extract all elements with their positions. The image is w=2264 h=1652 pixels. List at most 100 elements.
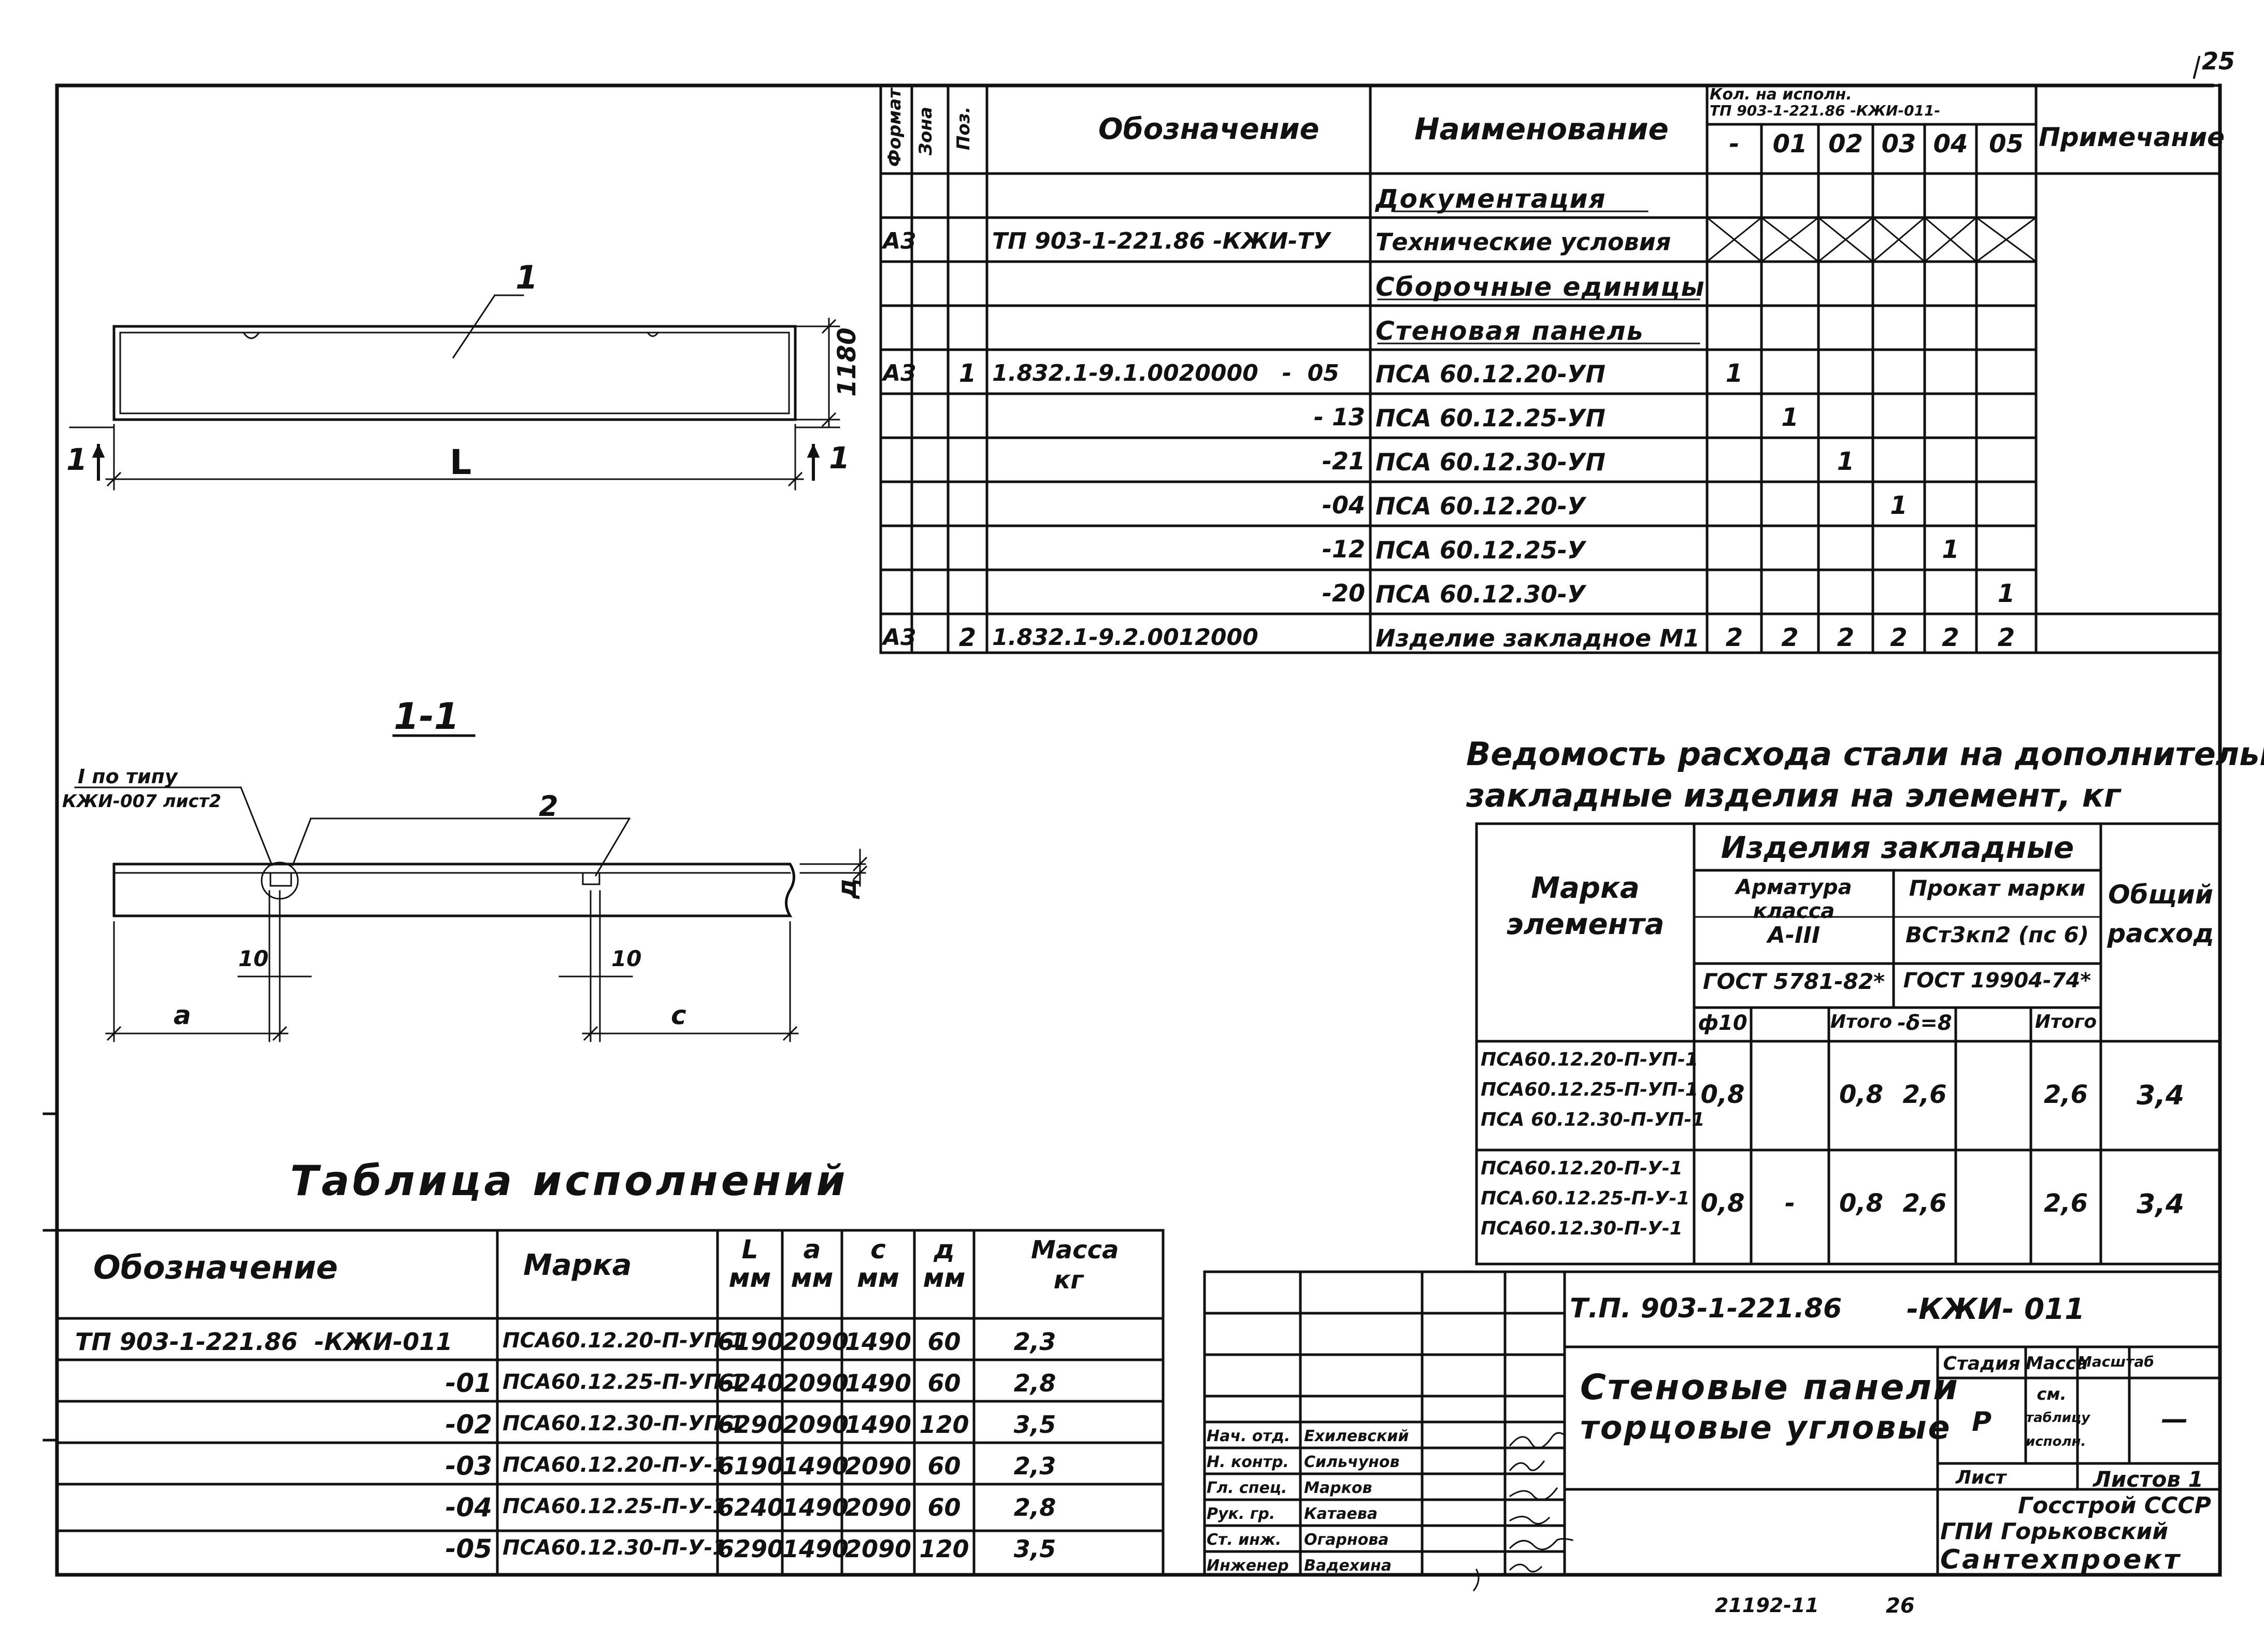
doc-code: Т.П. 903-1-221.86 (1570, 1293, 1842, 1324)
variants-header-a: а мм (791, 1234, 834, 1293)
spec-header-designation: Обозначение (1098, 112, 1320, 146)
steel-mark-line: ПСА60.12.20-П-УП-1 (1481, 1049, 1698, 1070)
mass-value-3: исполн. (2026, 1434, 2086, 1449)
spec-qty-cell: 2 (1997, 623, 2015, 652)
variant-value-cell: 2,8 (1013, 1369, 1056, 1397)
variant-value-cell: 6290 (718, 1411, 784, 1439)
steel-value-cell: 2,6 (2043, 1189, 2088, 1218)
steel-subheader-cell: Итого (1830, 1011, 1893, 1032)
spec-qty-cell: 1 (1942, 535, 1959, 564)
spec-format-cell: А3 (883, 360, 916, 386)
spec-name-cell: ПСА 60.12.25-УП (1375, 404, 1606, 432)
signatory-row: Ст. инж.Огарнова (1205, 1526, 1565, 1552)
variant-value-cell: 2,8 (1013, 1493, 1056, 1521)
steel-title-line1: Ведомость расхода стали на дополнительны… (1466, 735, 2264, 773)
spec-pos-cell: 1 (958, 359, 977, 388)
signatory-row: Рук. гр.Катаева (1205, 1500, 1565, 1526)
org-line3: Сантехпроект (1940, 1544, 2182, 1575)
steel-total-cell: 3,4 (2136, 1080, 2185, 1111)
variant-value-cell: 2090 (844, 1535, 912, 1563)
spec-header-qty-title2: ТП 903-1-221.86 -КЖИ-011- (1710, 102, 1941, 119)
variant-value-cell: 1490 (844, 1369, 912, 1397)
spec-header-note: Примечание (2039, 122, 2225, 152)
variant-designation-cell: -01 (445, 1368, 492, 1398)
variant-value-cell: 2,3 (1013, 1328, 1056, 1356)
variant-designation-cell: -04 (445, 1492, 492, 1522)
height-dimension: 1180 (832, 327, 862, 397)
qty-col: - (1729, 130, 1740, 159)
spec-qty-cell: 1 (1890, 491, 1908, 520)
variant-value-cell: 2090 (782, 1328, 849, 1356)
variant-mark-cell: ПСА60.12.25-П-У-1 (503, 1495, 727, 1518)
variant-designation-cell: ТП 903-1-221.86 -КЖИ-011 (75, 1328, 453, 1356)
title-line2: торцовые угловые (1580, 1409, 1952, 1446)
steel-mark-line: ПСА60.12.25-П-УП-1 (1481, 1079, 1698, 1100)
variant-mark-cell: ПСА60.12.20-П-У-1 (503, 1453, 727, 1477)
spec-name-cell: Стеновая панель (1375, 316, 1644, 346)
variants-header-d: д мм (923, 1234, 966, 1293)
section-mark-left: 1 (66, 442, 88, 477)
variant-value-cell: 1490 (782, 1452, 849, 1480)
reference-note-line2: КЖИ-007 лист2 (62, 791, 222, 812)
steel-mark-line: ПСА.60.12.25-П-У-1 (1481, 1188, 1690, 1209)
variant-value-cell: 60 (927, 1369, 961, 1397)
variant-value-cell: 1490 (844, 1411, 912, 1439)
spec-designation-cell: - 13 (1313, 403, 1365, 431)
variant-designation-cell: -05 (445, 1534, 492, 1564)
offset-10-right: 10 (611, 946, 642, 971)
steel-title-line2: закладные изделия на элемент, кг (1466, 777, 2121, 814)
spec-header-zone: Зона (915, 107, 936, 155)
spec-designation-cell: -21 (1322, 447, 1365, 475)
signatory-name: Ехилевский (1304, 1427, 1409, 1445)
signatory-role: Инженер (1207, 1557, 1289, 1575)
variant-value-cell: 6190 (718, 1452, 784, 1480)
variant-value-cell: 6190 (718, 1328, 784, 1356)
variant-designation-cell: -03 (445, 1451, 492, 1481)
dimension-a: а (174, 1000, 191, 1030)
variant-value-cell: 2,3 (1013, 1452, 1056, 1480)
steel-header-group: Изделия закладные (1721, 830, 2074, 865)
steel-value-cell: 0,8 (1839, 1189, 1884, 1218)
variants-title: Таблица исполнений (290, 1157, 849, 1205)
steel-value-cell: 2,6 (2043, 1080, 2088, 1109)
steel-header-prokat: Прокат марки (1909, 875, 2086, 901)
steel-mark-line: ПСА 60.12.30-П-УП-1 (1481, 1109, 1705, 1130)
spec-qty-cell: 1 (1781, 403, 1799, 432)
mass-value-1: см. (2037, 1384, 2067, 1404)
variant-value-cell: 120 (919, 1535, 969, 1563)
spec-qty-cell: 1 (1837, 447, 1855, 476)
archive-number: 21192-11 (1715, 1594, 1819, 1617)
steel-subheader-cell: ф10 (1698, 1011, 1747, 1035)
signatory-role: Рук. гр. (1207, 1505, 1276, 1523)
qty-col: 05 (1989, 130, 2024, 159)
qty-col: 01 (1772, 130, 1808, 159)
spec-qty-cell: 2 (1837, 623, 1855, 652)
variant-value-cell: 6240 (718, 1369, 784, 1397)
steel-subheader-cell: -δ=8 (1897, 1011, 1952, 1035)
spec-name-cell: Сборочные единицы (1375, 272, 1706, 302)
spec-designation-cell: 1.832.1-9.1.0020000 - 05 (992, 360, 1339, 386)
variant-value-cell: 1490 (844, 1328, 912, 1356)
spec-designation-cell: -12 (1322, 535, 1365, 563)
spec-header-qty-title1: Кол. на исполн. (1710, 85, 1852, 104)
variant-value-cell: 2090 (844, 1452, 912, 1480)
steel-header-total: Общий расход (2107, 880, 2214, 949)
signatory-row: Н. контр.Сильчунов (1205, 1448, 1565, 1474)
title-line1: Стеновые панели (1580, 1367, 1959, 1408)
qty-col: 04 (1933, 130, 1968, 159)
steel-value-cell: 0,8 (1839, 1080, 1884, 1109)
